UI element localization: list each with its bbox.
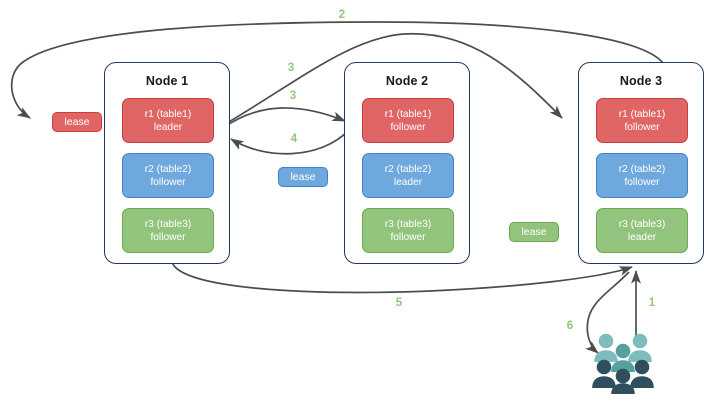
replica-name: r3 (table3) xyxy=(618,218,666,230)
lease-label: lease xyxy=(521,226,547,238)
replica-name: r2 (table2) xyxy=(618,163,666,175)
replica-name: r1 (table1) xyxy=(144,108,192,120)
replica-role: leader xyxy=(153,121,183,133)
replica-node1-r2[interactable]: r2 (table2) follower xyxy=(122,153,214,198)
node-title: Node 3 xyxy=(619,74,663,88)
replica-role: leader xyxy=(627,231,657,243)
edge-label-4: 4 xyxy=(290,133,298,145)
edge-3-to-node2-path xyxy=(222,107,346,129)
replica-node2-r3[interactable]: r3 (table3) follower xyxy=(362,208,454,253)
node-box-node1[interactable]: Node 1 r1 (table1) leader r2 (table2) fo… xyxy=(104,62,230,264)
replica-name: r3 (table3) xyxy=(384,218,432,230)
replica-role: follower xyxy=(624,121,660,133)
node-box-node2[interactable]: Node 2 r1 (table1) follower r2 (table2) … xyxy=(344,62,470,264)
edge-label-3b: 3 xyxy=(289,90,297,102)
people-group-icon xyxy=(592,333,654,394)
edge-label-6: 6 xyxy=(566,320,574,332)
replica-role: leader xyxy=(393,176,423,188)
edge-label-5: 5 xyxy=(395,297,403,309)
replica-role: follower xyxy=(150,231,186,243)
replica-name: r3 (table3) xyxy=(144,218,192,230)
replica-role: follower xyxy=(150,176,186,188)
edge-5-path xyxy=(171,261,633,294)
lease-label: lease xyxy=(290,171,316,183)
lease-label: lease xyxy=(64,116,90,128)
replica-role: follower xyxy=(390,231,426,243)
replica-name: r2 (table2) xyxy=(384,163,432,175)
node-title: Node 2 xyxy=(385,74,429,88)
edge-label-1: 1 xyxy=(648,297,656,309)
replica-node3-r3[interactable]: r3 (table3) leader xyxy=(596,208,688,253)
lease-badge-r1[interactable]: lease xyxy=(52,112,102,132)
replica-name: r1 (table1) xyxy=(384,108,432,120)
replica-role: follower xyxy=(390,121,426,133)
replica-node2-r2[interactable]: r2 (table2) leader xyxy=(362,153,454,198)
node-box-node3[interactable]: Node 3 r1 (table1) follower r2 (table2) … xyxy=(578,62,704,264)
replica-node3-r2[interactable]: r2 (table2) follower xyxy=(596,153,688,198)
replica-node1-r1[interactable]: r1 (table1) leader xyxy=(122,98,214,143)
replica-node2-r1[interactable]: r1 (table1) follower xyxy=(362,98,454,143)
node-title: Node 1 xyxy=(145,74,189,88)
lease-badge-r3[interactable]: lease xyxy=(509,222,559,242)
edge-label-3a: 3 xyxy=(287,62,295,74)
lease-badge-r2[interactable]: lease xyxy=(278,167,328,187)
replica-node1-r3[interactable]: r3 (table3) follower xyxy=(122,208,214,253)
edge-label-2: 2 xyxy=(338,9,346,21)
replica-name: r2 (table2) xyxy=(144,163,192,175)
replica-name: r1 (table1) xyxy=(618,108,666,120)
replica-node3-r1[interactable]: r1 (table1) follower xyxy=(596,98,688,143)
replica-role: follower xyxy=(624,176,660,188)
